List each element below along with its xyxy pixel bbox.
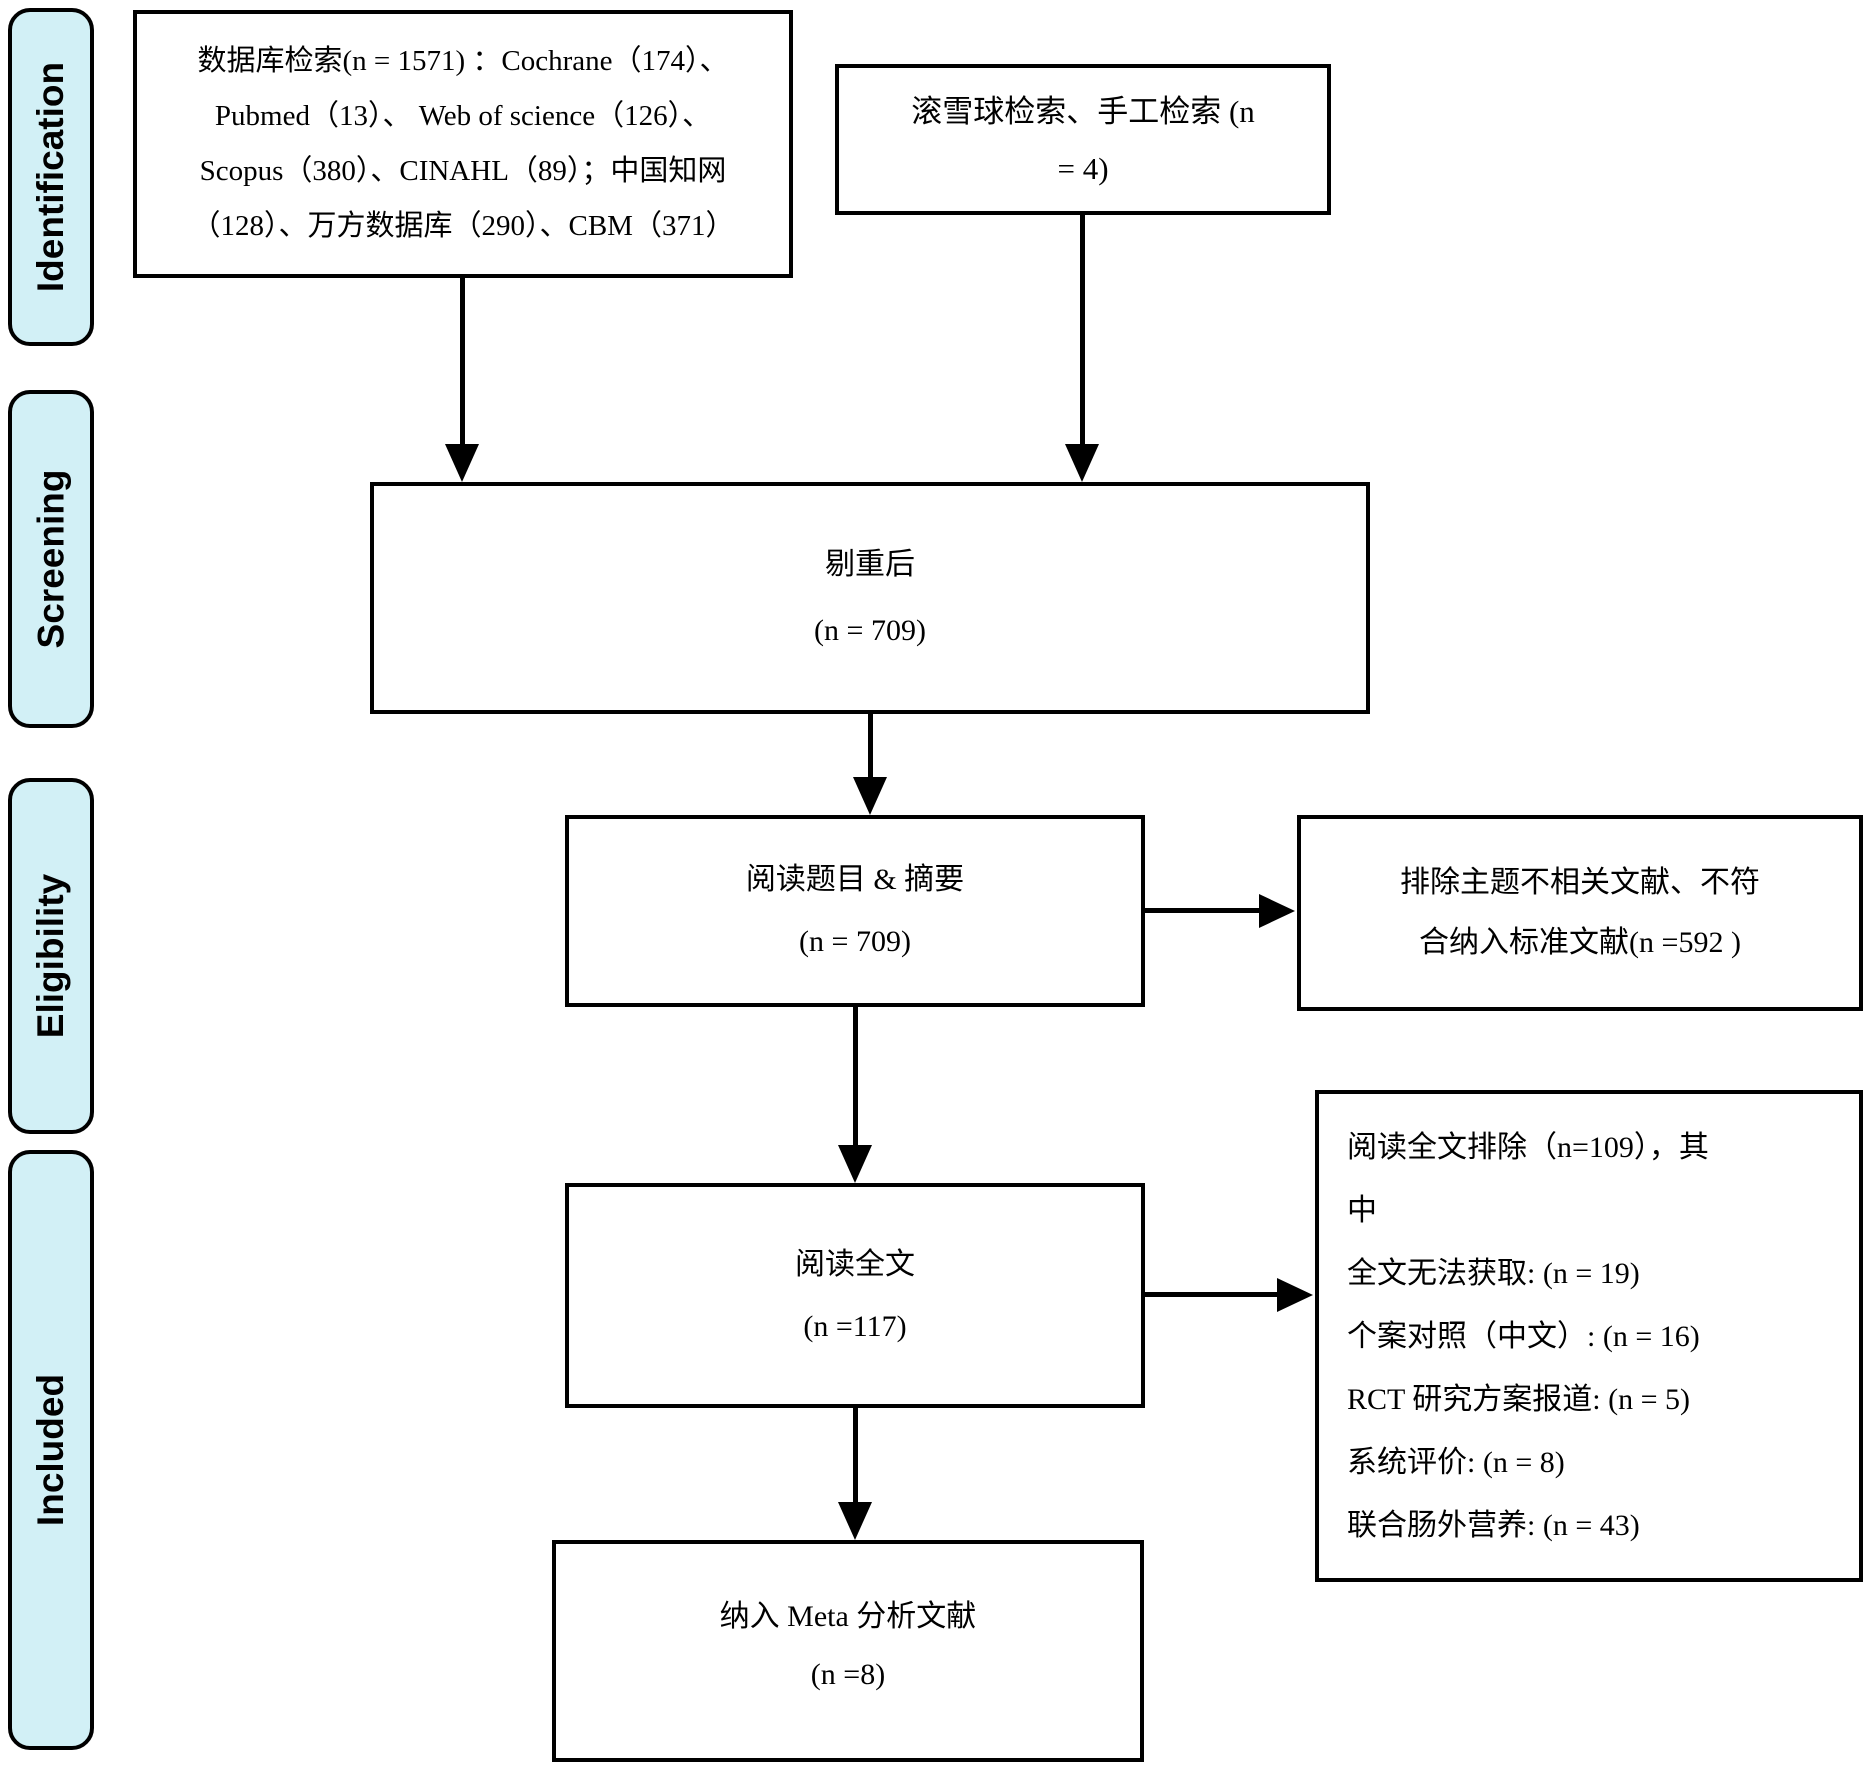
box-after-deduplication: 剔重后 (n = 709) xyxy=(370,482,1370,714)
arrow-database-to-dedup-head-icon xyxy=(445,444,479,482)
box-manual-search-line: 滚雪球检索、手工检索 (n xyxy=(911,93,1255,129)
arrow-dedup-to-title-head-icon xyxy=(853,777,887,815)
stage-included: Included xyxy=(8,1150,94,1750)
box-included-line: (n =8) xyxy=(810,1658,886,1691)
box-after-deduplication-line: 剔重后 xyxy=(825,548,915,581)
box-full-text-review: 阅读全文 (n =117) xyxy=(565,1183,1145,1408)
box-excluded-full-line: 系统评价: (n = 8) xyxy=(1347,1445,1565,1479)
box-full-text-line: (n =117) xyxy=(803,1309,907,1343)
arrow-dedup-to-title-line xyxy=(868,714,873,779)
box-excluded-full-line: RCT 研究方案报道: (n = 5) xyxy=(1347,1382,1691,1416)
stage-eligibility: Eligibility xyxy=(8,778,94,1134)
box-database-search-line: （128）、万方数据库（290）、CBM（371） xyxy=(191,210,735,242)
box-database-search-line: Scopus（380）、CINAHL（89）；中国知网 xyxy=(199,155,727,187)
box-excluded-full-line: 个案对照（中文）: (n = 16) xyxy=(1347,1319,1700,1353)
stage-screening: Screening xyxy=(8,390,94,728)
box-excluded-by-full-text: 阅读全文排除（n=109），其 中 全文无法获取: (n = 19) 个案对照（… xyxy=(1315,1090,1863,1582)
stage-included-label: Included xyxy=(30,1373,71,1527)
stage-identification: Identification xyxy=(8,8,94,346)
arrow-title-to-excluded-head-icon xyxy=(1259,894,1295,928)
arrow-fulltext-to-excluded-line xyxy=(1145,1292,1279,1297)
arrow-manual-to-dedup-line xyxy=(1080,215,1085,446)
arrow-fulltext-to-excluded-head-icon xyxy=(1277,1278,1313,1312)
arrow-title-to-fulltext-line xyxy=(853,1007,858,1147)
arrow-fulltext-to-included-head-icon xyxy=(838,1502,872,1540)
box-excluded-full-line: 全文无法获取: (n = 19) xyxy=(1347,1256,1640,1290)
box-title-abstract-line: 阅读题目 & 摘要 xyxy=(745,863,965,896)
arrow-manual-to-dedup-head-icon xyxy=(1065,444,1099,482)
stage-eligibility-label: Eligibility xyxy=(30,873,71,1039)
box-database-search-line: 数据库检索(n = 1571) ：Cochrane（174）、 xyxy=(197,45,729,77)
box-database-search-line: Pubmed（13）、 Web of science（126）、 xyxy=(214,100,712,132)
arrow-title-to-excluded-line xyxy=(1145,908,1263,913)
stage-identification-label: Identification xyxy=(30,61,72,293)
arrow-title-to-fulltext-head-icon xyxy=(838,1145,872,1183)
box-excluded-by-title-abstract: 排除主题不相关文献、不符 合纳入标准文献(n =592 ) xyxy=(1297,815,1863,1011)
box-title-abstract-line: (n = 709) xyxy=(799,925,911,958)
box-included-meta-analysis: 纳入 Meta 分析文献 (n =8) xyxy=(552,1540,1144,1762)
box-title-abstract-screen: 阅读题目 & 摘要 (n = 709) xyxy=(565,815,1145,1007)
box-manual-search-line: = 4) xyxy=(1057,150,1109,186)
box-included-line: 纳入 Meta 分析文献 xyxy=(719,1600,977,1633)
box-excluded-full-line: 阅读全文排除（n=109），其 xyxy=(1347,1130,1709,1164)
box-after-deduplication-line: (n = 709) xyxy=(814,614,926,647)
stage-screening-label: Screening xyxy=(30,469,71,649)
box-excluded-full-line: 中 xyxy=(1347,1193,1377,1227)
box-full-text-line: 阅读全文 xyxy=(795,1247,915,1281)
box-manual-search: 滚雪球检索、手工检索 (n = 4) xyxy=(835,64,1331,215)
box-excluded-title-line: 合纳入标准文献(n =592 ) xyxy=(1419,926,1741,959)
box-excluded-full-line: 联合肠外营养: (n = 43) xyxy=(1347,1508,1640,1542)
box-database-search: 数据库检索(n = 1571) ：Cochrane（174）、 Pubmed（1… xyxy=(133,10,793,278)
arrow-fulltext-to-included-line xyxy=(853,1408,858,1504)
box-excluded-title-line: 排除主题不相关文献、不符 xyxy=(1400,866,1760,899)
arrow-database-to-dedup-line xyxy=(460,278,465,446)
